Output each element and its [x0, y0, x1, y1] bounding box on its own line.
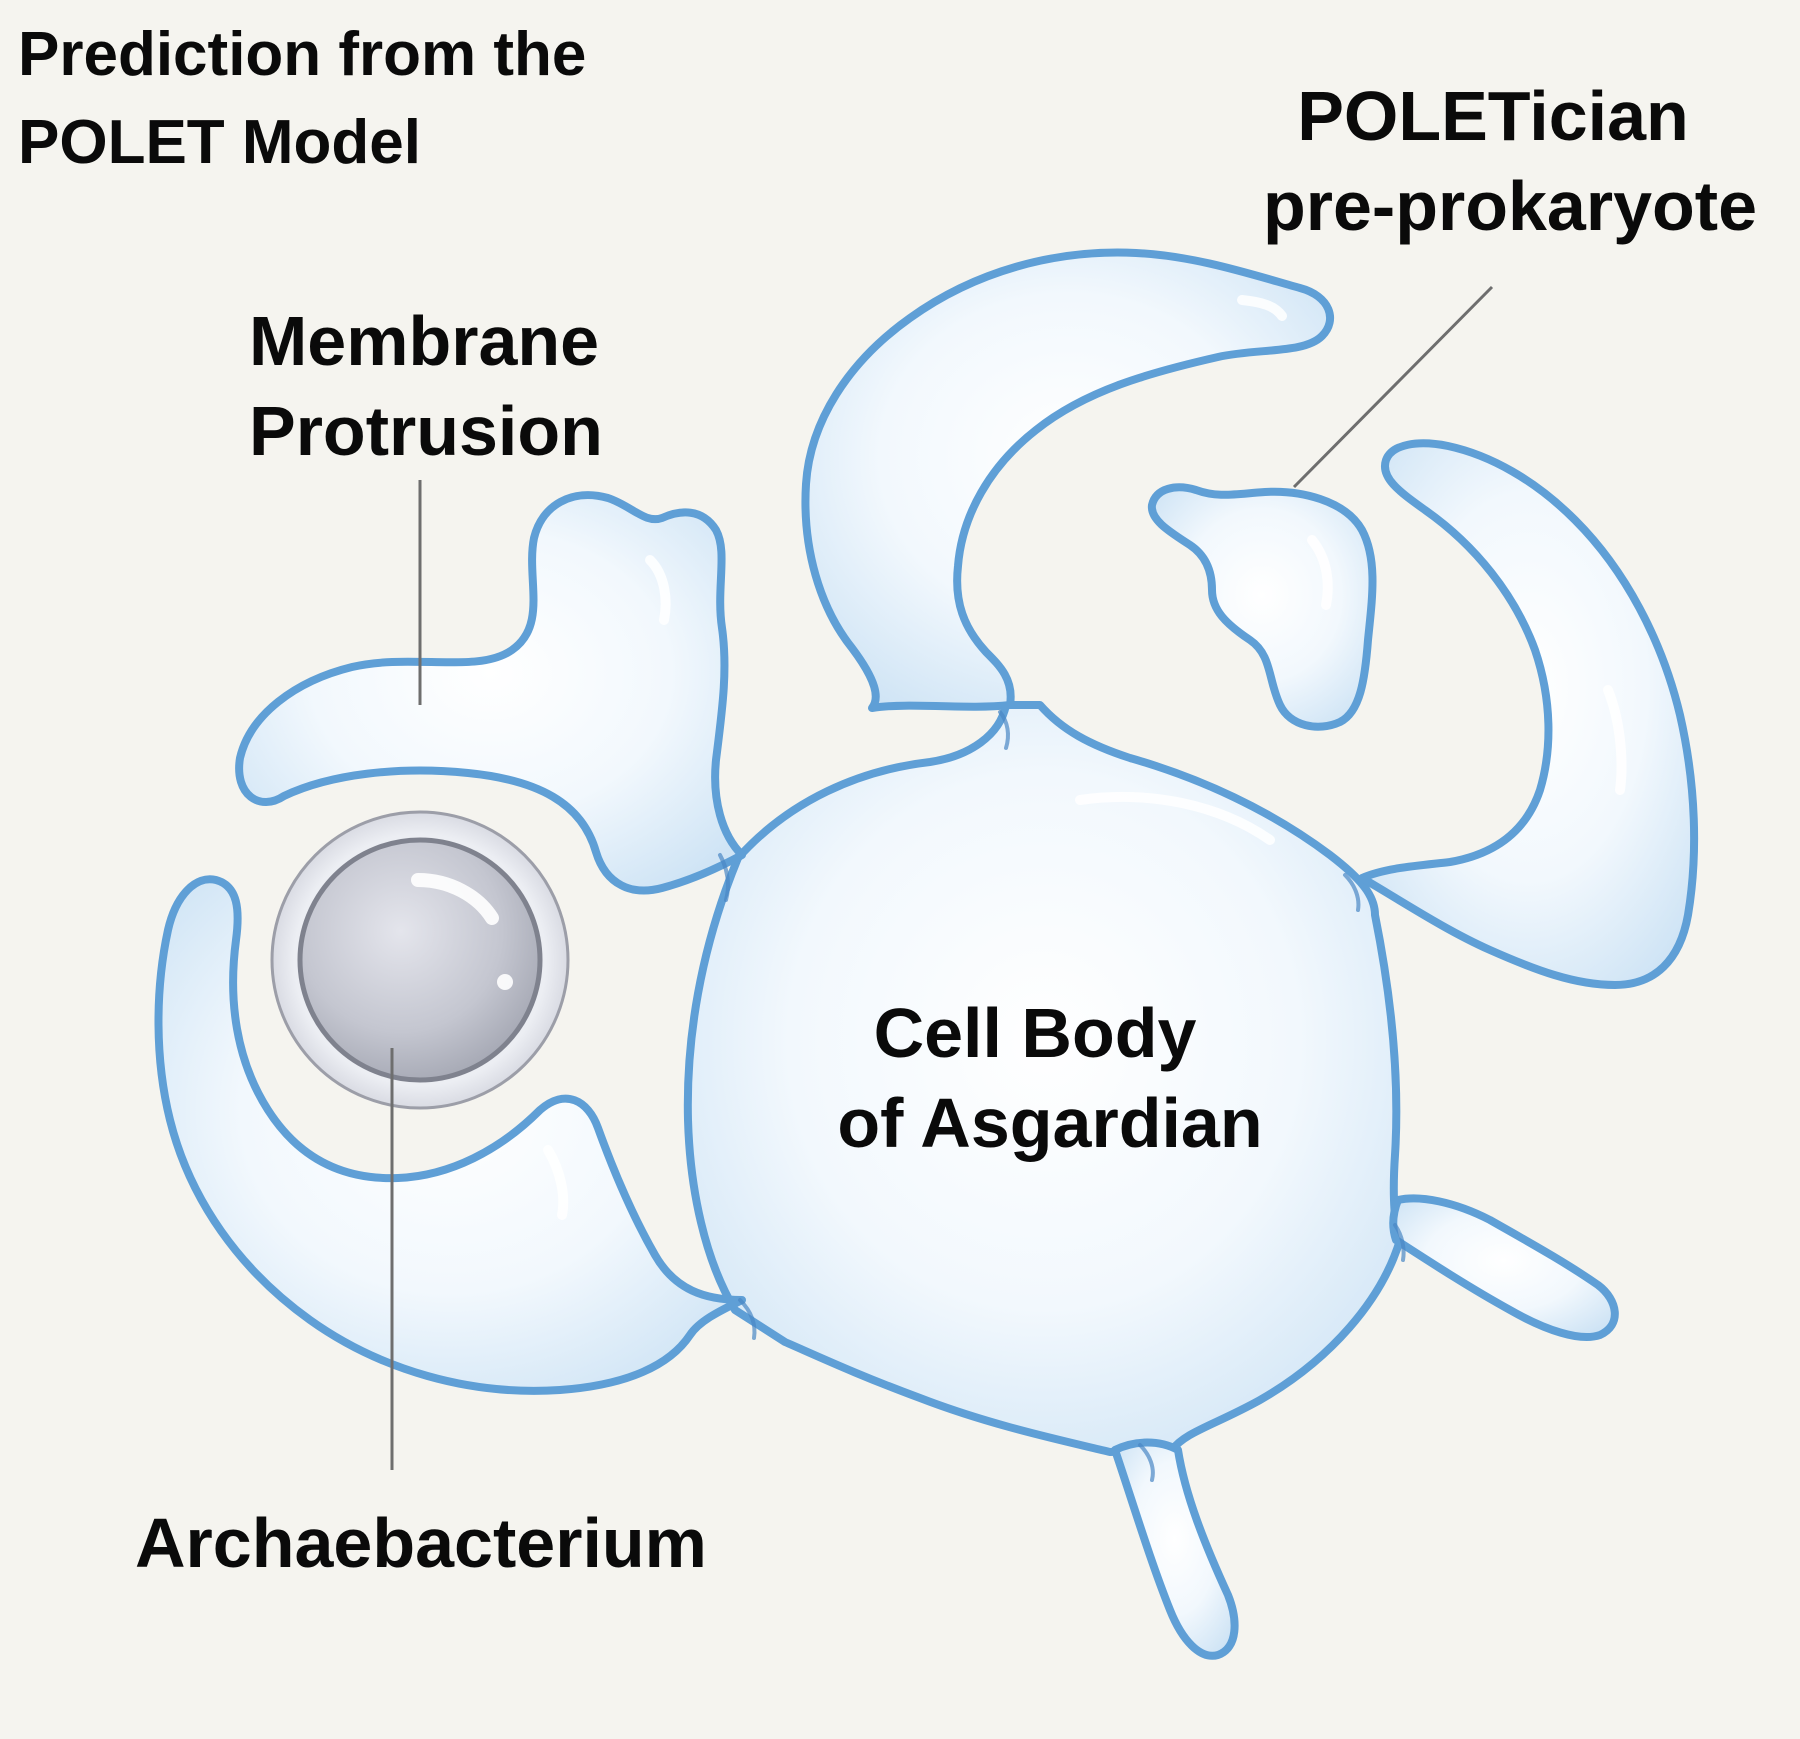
- membrane-protrusion-line-1: Membrane: [249, 302, 599, 380]
- text-labels: Prediction from the POLET Model Membrane…: [18, 20, 1757, 1582]
- title-line-2: POLET Model: [18, 108, 421, 177]
- poletician-line-1: POLETician: [1297, 77, 1689, 155]
- junction-5: [1138, 1443, 1155, 1482]
- junction-4: [1393, 1223, 1406, 1262]
- junction-1: [718, 853, 730, 902]
- poletician-cell: [1147, 483, 1377, 731]
- cell-body-line-2: of Asgardian: [837, 1084, 1262, 1162]
- protrusion-upper-left: [235, 491, 746, 895]
- highlight-hook: [1237, 295, 1287, 321]
- protrusion-right-spike: [1389, 1194, 1619, 1341]
- junction-2: [998, 710, 1010, 750]
- archaebacterium-shine: [411, 873, 499, 925]
- protrusion-right: [1358, 439, 1699, 989]
- junction-6: [738, 1298, 757, 1340]
- cell-body: [683, 701, 1404, 1456]
- asgardian-figure: [154, 248, 1699, 1660]
- highlight-upper-left: [645, 555, 671, 625]
- leader-lines: [390, 285, 1494, 1470]
- highlight-poletician: [1307, 535, 1333, 610]
- membrane-protrusion-line-2: Protrusion: [249, 392, 603, 470]
- junction-3: [1343, 873, 1361, 912]
- highlight-lower-left: [543, 1145, 569, 1220]
- leader-poletician: [1292, 285, 1494, 489]
- highlight-right: [1603, 685, 1627, 795]
- cell-body-line-1: Cell Body: [874, 994, 1197, 1072]
- archaebacterium: [270, 810, 570, 1110]
- protrusion-top-hook: [801, 248, 1335, 712]
- protrusion-bottom-tail: [1111, 1438, 1239, 1660]
- archaebacterium-shine-dot: [497, 974, 513, 990]
- poletician-line-2: pre-prokaryote: [1263, 167, 1757, 245]
- protrusion-lower-left: [154, 875, 746, 1395]
- highlight-body: [1075, 791, 1275, 845]
- archaebacterium-label: Archaebacterium: [135, 1504, 707, 1582]
- title-line-1: Prediction from the: [18, 20, 586, 89]
